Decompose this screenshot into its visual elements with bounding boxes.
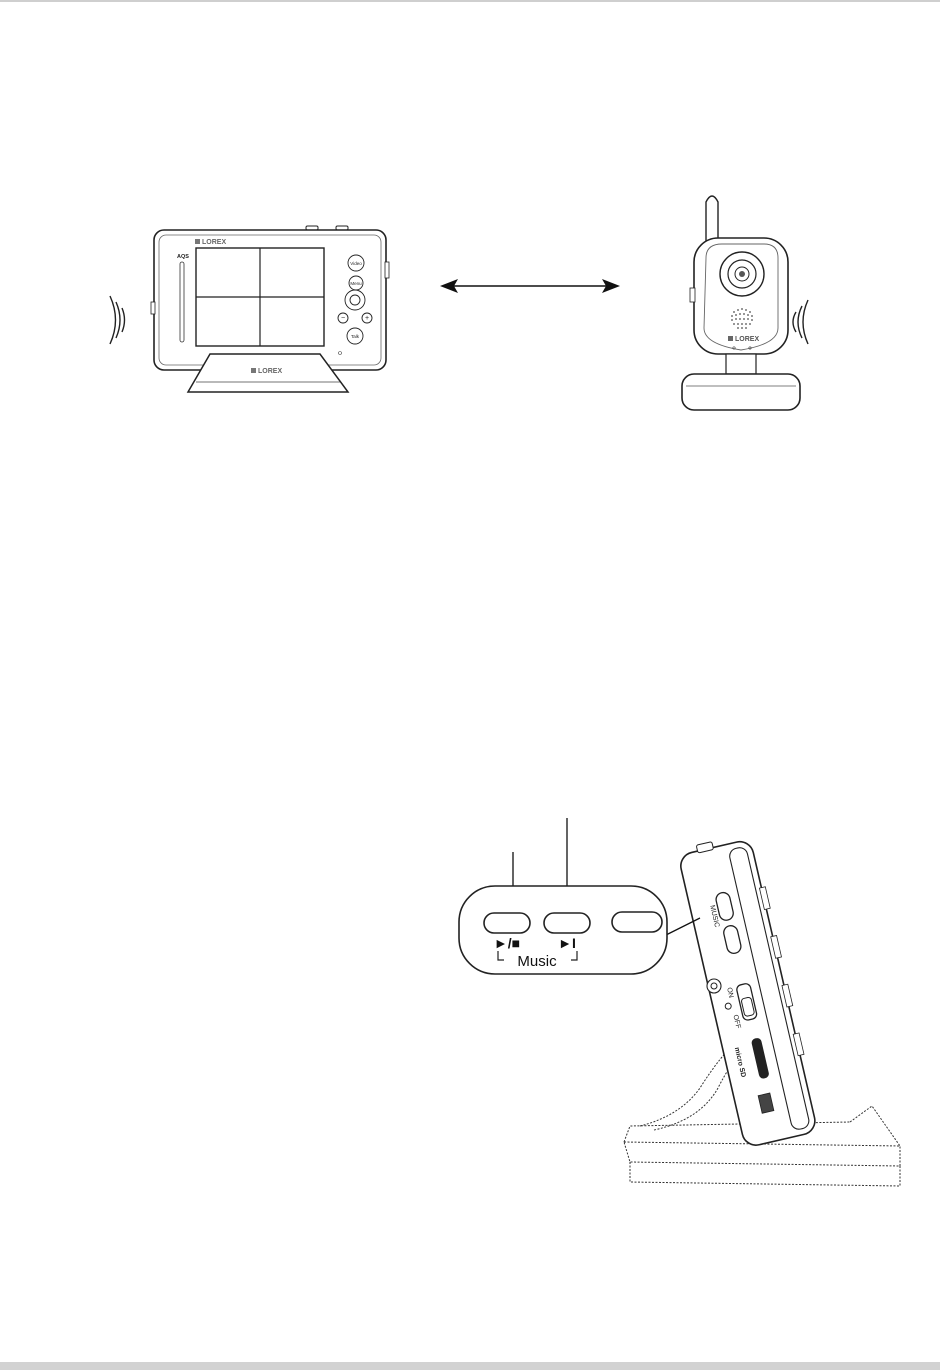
play-stop-button <box>484 913 530 933</box>
camera-illustration: LOREX <box>676 188 826 418</box>
next-track-button <box>544 913 590 933</box>
aqs-label: AQS <box>177 254 189 260</box>
monitor-brand: LOREX <box>202 239 226 246</box>
music-buttons-callout: ►/■ ►I Music <box>458 885 682 977</box>
wireless-link-arrow-icon <box>440 276 620 296</box>
camera-signal-waves-icon <box>793 300 808 344</box>
talk-button-label: Talk <box>351 334 360 339</box>
next-track-icon: ►I <box>558 935 576 951</box>
menu-button-label: Menu <box>350 281 362 286</box>
video-button-label: Video <box>350 261 362 266</box>
stand-brand: LOREX <box>258 368 282 375</box>
play-stop-icon: ►/■ <box>494 935 520 951</box>
monitor-signal-waves-icon <box>110 296 125 344</box>
music-label: Music <box>517 953 557 970</box>
plus-button-label: + <box>365 315 369 322</box>
blank-button <box>612 912 662 932</box>
top-rule <box>0 0 940 2</box>
minus-button-label: − <box>341 315 345 322</box>
monitor-illustration: AQS LOREX Video Menu − + Talk LOREX <box>110 222 400 402</box>
camera-base <box>682 374 800 410</box>
bottom-rule <box>0 1362 940 1370</box>
camera-brand: LOREX <box>735 336 759 343</box>
